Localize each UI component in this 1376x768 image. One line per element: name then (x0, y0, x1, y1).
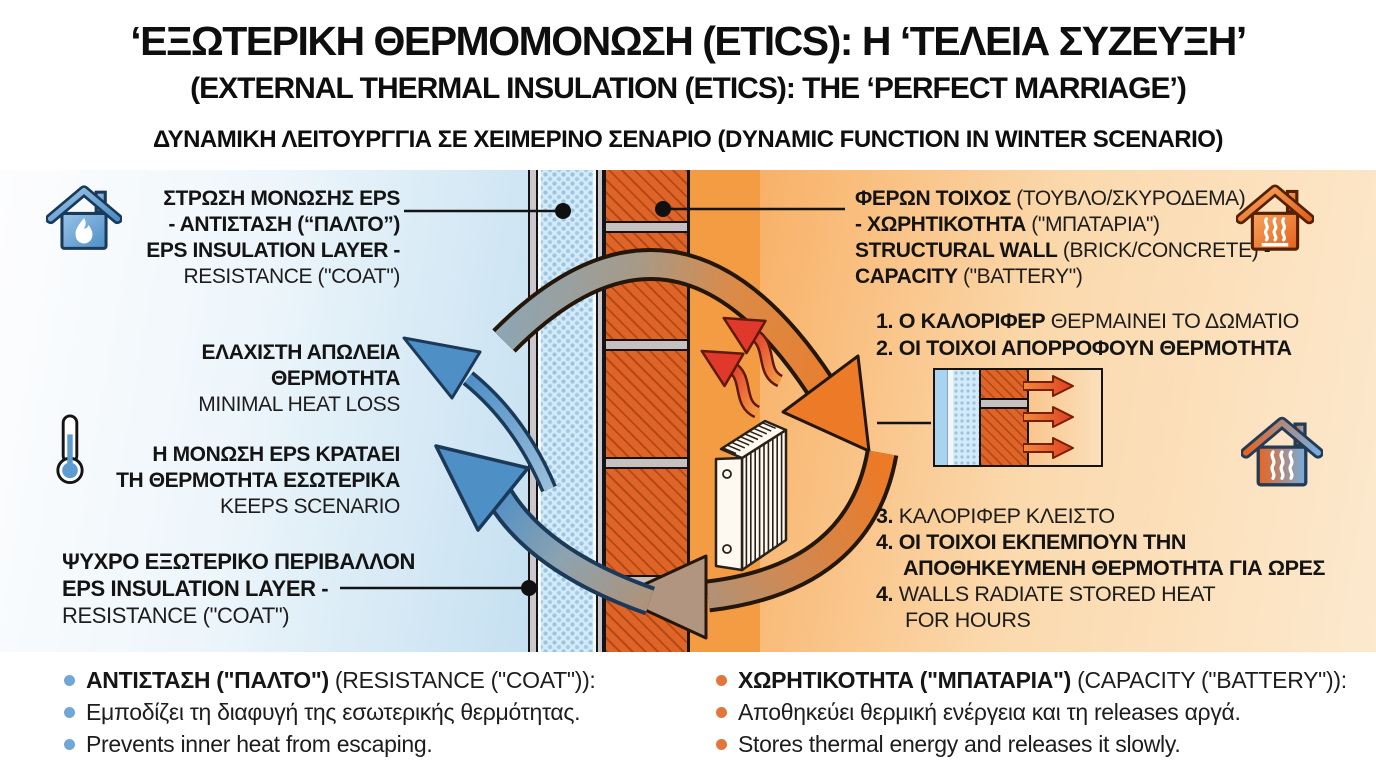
label-eps-insulation-top: ΣΤΡΩΣΗ ΜΟΝΩΣΗΣ EPS - ΑΝΤΙΣΤΑΣΗ (“ΠΑΛΤΟ”)… (146, 187, 400, 288)
inset-gap-layer (948, 370, 953, 465)
wall-radiating-inset-diagram (933, 368, 1103, 467)
bullet-icon (64, 739, 75, 750)
inset-brick-layer (981, 370, 1029, 465)
house-heat-icon (1236, 184, 1314, 251)
thermometer-icon (56, 414, 84, 485)
adhesive-layer (596, 170, 604, 652)
house-gradient-icon (1241, 416, 1323, 487)
cold-outside-zone (0, 170, 528, 652)
inset-eps-layer (953, 370, 981, 465)
warm-inner-band (690, 170, 760, 652)
step-3: 3. ΚΑΛΟΡΙΦΕΡ ΚΛΕΙΣΤΟ (876, 504, 1115, 528)
step-2: 2. ΟΙ ΤΟΙΧΟΙ ΑΠΟΡΡΟΦΟΥΝ ΘΕΡΜΟΤΗΤΑ (876, 336, 1292, 360)
label-structural-wall: ΦΕΡΩΝ ΤΟΙΧΟΣ (ΤΟΥΒΛΟ/ΣΚΥΡΟΔΕΜΑ) - ΧΩΡΗΤΙ… (855, 187, 1271, 288)
label-cold-outside: ΨΥΧΡΟ ΕΞΩΤΕΡΙΚΟ ΠΕΡΙΒΑΛΛΟΝ EPS INSULATIO… (62, 549, 415, 628)
capacity-point-row: Αποθηκεύει θερμική ενέργεια και τη relea… (716, 698, 1241, 727)
eps-insulation-layer (538, 170, 596, 652)
bullet-icon (716, 739, 727, 750)
capacity-heading-row: ΧΩΡΗΤΙΚΟΤΗΤΑ ("ΜΠΑΤΑΡΙΑ") (CAPACITY ("BA… (716, 666, 1347, 695)
bullet-icon (716, 675, 727, 686)
heat-waves-glyph (1270, 450, 1294, 480)
label-eps-keeps-heat: Η ΜΟΝΩΣΗ EPS ΚΡΑΤΑΕΙ ΤΗ ΘΕΡΜΟΤΗΤΑ ΕΣΩΤΕΡ… (116, 443, 400, 518)
step-4-greek: 4. ΟΙ ΤΟΙΧΟΙ ΕΚΠΕΜΠΟΥΝ ΤΗΝ (876, 530, 1186, 554)
step-4-greek-line2: ΑΠΟΘΗΚΕΥΜΕΝΗ ΘΕΡΜΟΤΗΤΑ ΓΙΑ ΩΡΕΣ (903, 556, 1326, 580)
step-4-english-line2: FOR HOURS (905, 608, 1031, 632)
step-4-english: 4. WALLS RADIATE STORED HEAT (876, 582, 1216, 606)
flame-glyph (75, 218, 93, 244)
inset-radiate-arrows (1023, 375, 1074, 459)
label-minimal-heat-loss: ΕΛΑΧΙΣΤΗ ΑΠΩΛΕΙΑ ΘΕΡΜΟΤΗΤΑ MINIMAL HEAT … (198, 341, 400, 416)
resistance-point-row: Εμποδίζει τη διαφυγή της εσωτερικής θερμ… (64, 698, 581, 727)
brick-wall-layer (604, 170, 690, 652)
page-scenario-line: ΔΥΝΑΜΙΚΗ ΛΕΙΤΟΥΡΓΓΙΑ ΣΕ ΧΕΙΜΕΡΙΝΟ ΣΕΝΑΡΙ… (153, 126, 1223, 153)
page-title: ‘ΕΞΩΤΕΡΙΚΗ ΘΕΡΜΟΜΟΝΩΣΗ (ETICS): Η ‘ΤΕΛΕΙ… (130, 18, 1247, 64)
bullet-icon (64, 675, 75, 686)
render-layer (528, 170, 538, 652)
resistance-heading-row: ΑΝΤΙΣΤΑΣΗ ("ΠΑΛΤΟ") (RESISTANCE ("COAT")… (64, 666, 596, 695)
bullet-icon (716, 707, 727, 718)
house-flame-icon (46, 185, 122, 250)
inset-render-layer (935, 370, 948, 465)
capacity-point-row: Stores thermal energy and releases it sl… (716, 730, 1181, 759)
step-1: 1. Ο ΚΑΛΟΡΙΦΕΡ ΘΕΡΜΑΙΝΕΙ ΤΟ ΔΩΜΑΤΙΟ (876, 309, 1299, 333)
bullet-icon (64, 707, 75, 718)
page-subtitle-english: (EXTERNAL THERMAL INSULATION (ETICS): TH… (190, 72, 1187, 105)
heat-waves-glyph (1263, 217, 1287, 242)
resistance-point-row: Prevents inner heat from escaping. (64, 730, 433, 759)
